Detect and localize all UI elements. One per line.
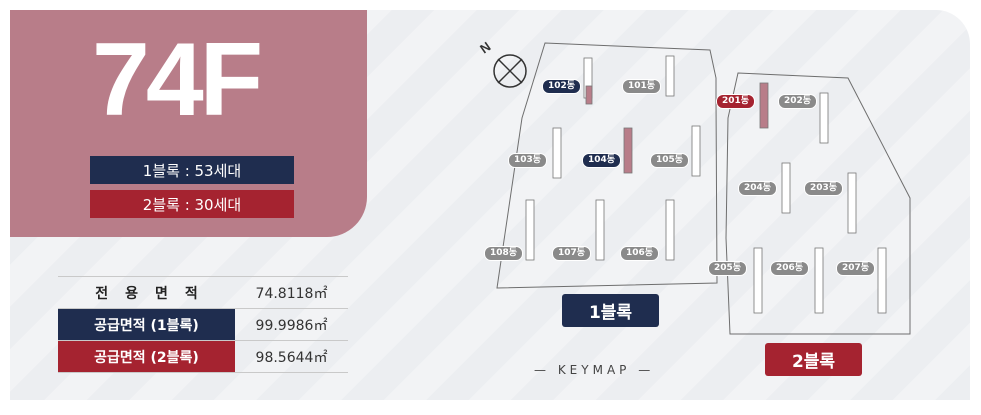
block1-label: 1블록 [562,294,659,327]
building-tag-105: 105동 [650,153,690,168]
exclusive-area-label: 전용면적 [58,276,235,309]
table-row: 전용면적 74.8118㎡ [58,276,348,309]
block2-households-badge: 2블록 : 30세대 [90,190,294,218]
supply-area-block2-label: 공급면적 (2블록) [58,340,235,373]
unit-type-title: 74F [92,22,263,138]
building-tag-204: 204동 [738,181,778,196]
hero-panel: 74F 1블록 : 53세대 2블록 : 30세대 [10,10,367,237]
table-row: 공급면적 (1블록) 99.9986㎡ [58,308,348,341]
building-tag-207: 207동 [836,261,876,276]
supply-area-block2-value: 98.5644㎡ [235,340,348,373]
block2-outline [725,72,911,335]
supply-area-block1-value: 99.9986㎡ [235,308,348,341]
building-tag-206: 206동 [770,261,810,276]
building-tag-106: 106동 [620,246,660,261]
compass-icon: N [477,39,527,88]
building-tag-201: 201동 [716,94,756,109]
building-tag-202: 202동 [778,94,818,109]
building-tag-104: 104동 [582,153,622,168]
building-tag-108: 108동 [484,246,524,261]
exclusive-area-value: 74.8118㎡ [235,276,348,309]
building-tag-203: 203동 [804,181,844,196]
supply-area-block1-label: 공급면적 (1블록) [58,308,235,341]
compass-north-label: N [477,39,493,57]
table-row: 공급면적 (2블록) 98.5644㎡ [58,340,348,373]
building-tag-102: 102동 [542,79,582,94]
building-tag-101: 101동 [622,79,662,94]
building-tag-103: 103동 [508,153,548,168]
block2-label: 2블록 [765,343,862,376]
block2-buildings [753,82,887,314]
building-tag-205: 205동 [708,261,748,276]
keymap-caption: — KEYMAP — [534,363,655,377]
block1-buildings [525,55,701,261]
site-keymap: N [477,39,911,335]
block1-outline [496,42,718,289]
building-tag-107: 107동 [552,246,592,261]
area-spec-table: 전용면적 74.8118㎡ 공급면적 (1블록) 99.9986㎡ 공급면적 (… [58,276,348,373]
block1-households-badge: 1블록 : 53세대 [90,156,294,184]
